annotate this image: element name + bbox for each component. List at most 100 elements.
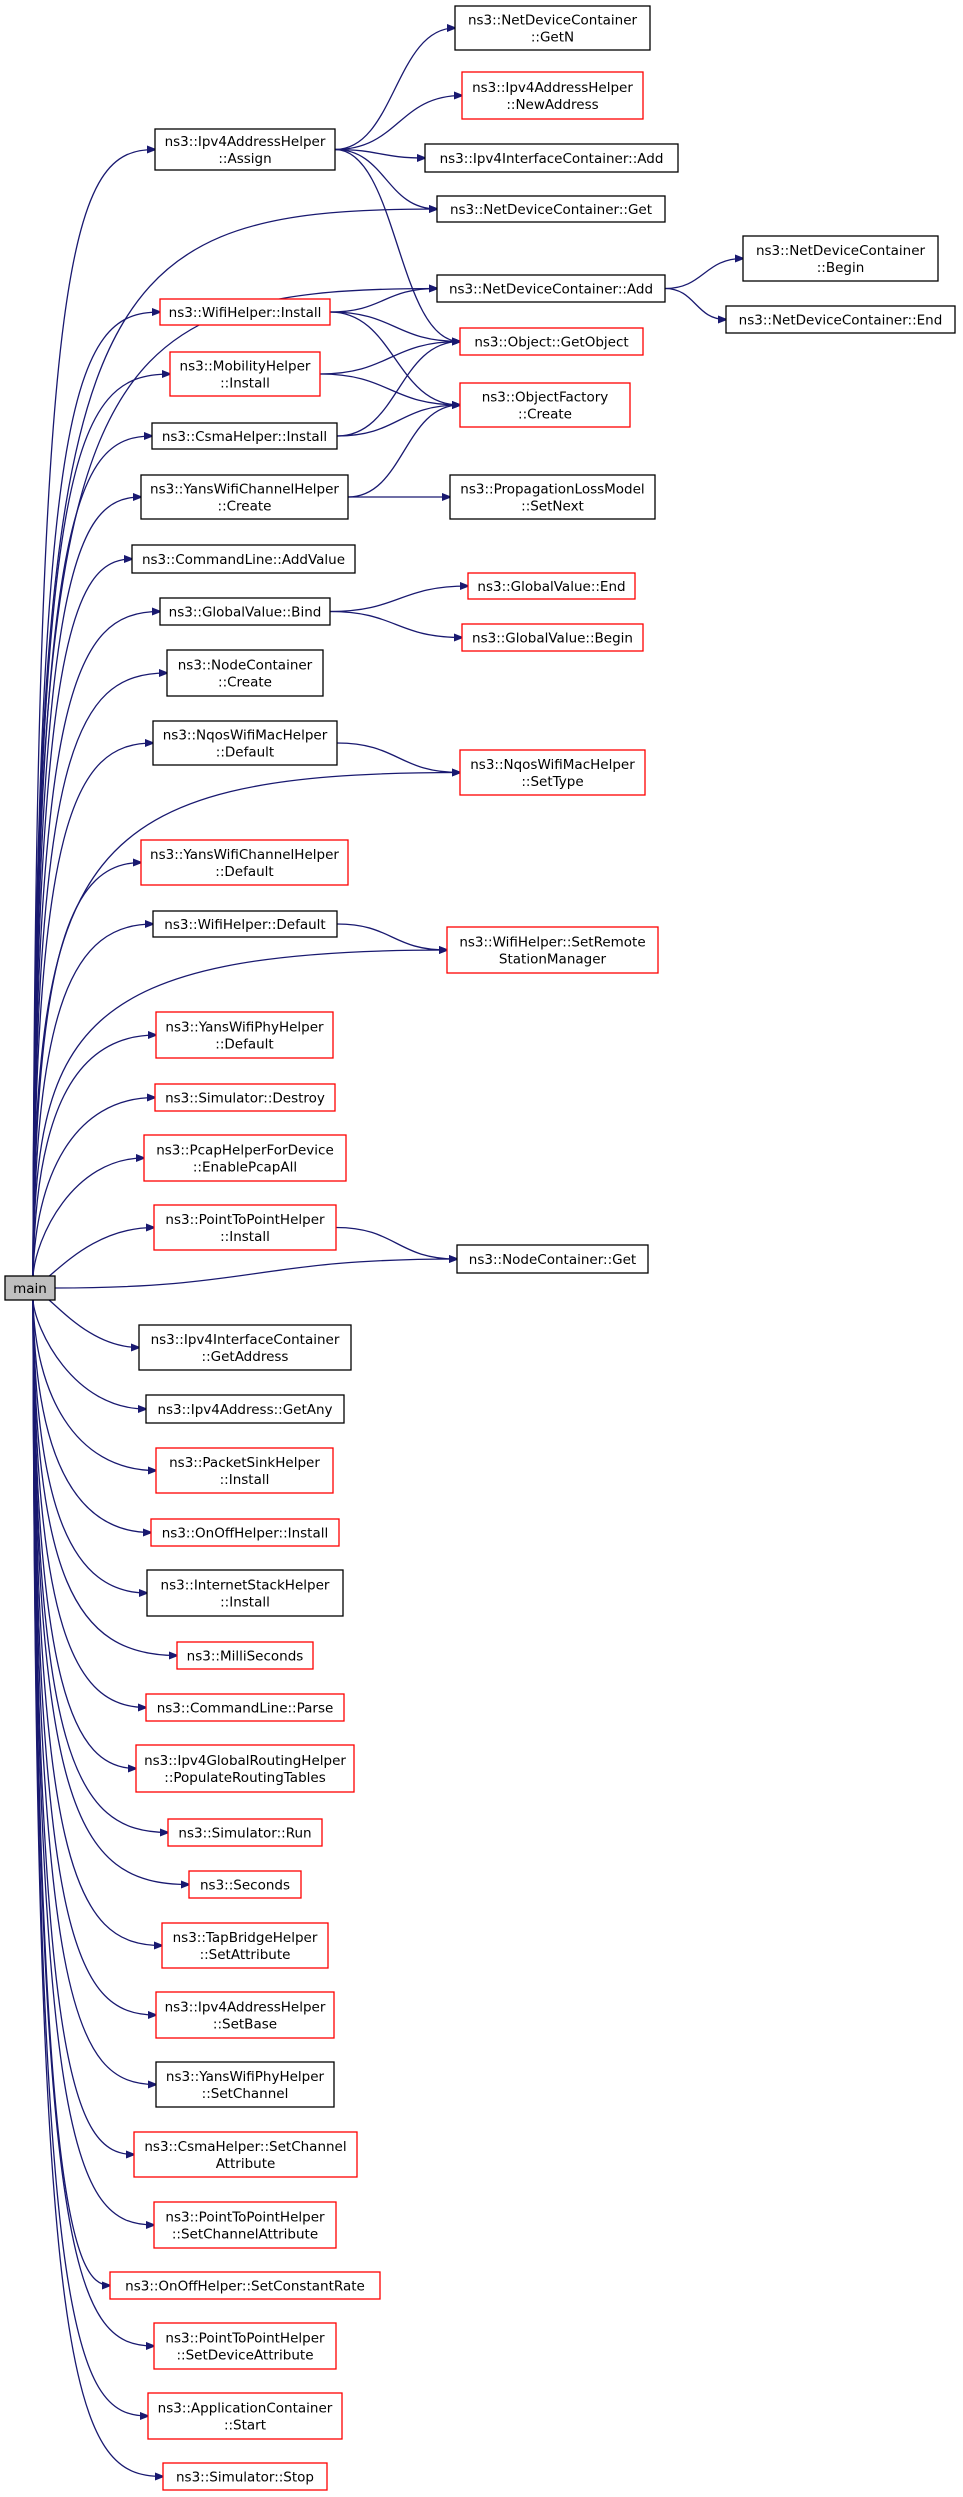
node-box[interactable] [147, 2392, 343, 2440]
node-box[interactable] [188, 1870, 302, 1899]
node-nqos_settype[interactable]: ns3::NqosWifiMacHelper::SetType [459, 749, 646, 796]
node-box[interactable] [135, 1744, 355, 1793]
node-box[interactable] [145, 1394, 345, 1424]
node-ms[interactable]: ns3::MilliSeconds [176, 1641, 314, 1670]
node-nc_create[interactable]: ns3::NodeContainer::Create [166, 649, 324, 697]
node-ipv4ic_add[interactable]: ns3::Ipv4InterfaceContainer::Add [424, 143, 679, 173]
node-box[interactable] [159, 597, 331, 626]
node-box[interactable] [133, 2131, 358, 2178]
node-ndc_end[interactable]: ns3::NetDeviceContainer::End [725, 305, 956, 334]
node-p2p_setchattr[interactable]: ns3::PointToPointHelper::SetChannelAttri… [153, 2201, 337, 2249]
node-sim_stop[interactable]: ns3::Simulator::Stop [162, 2462, 328, 2491]
node-seconds[interactable]: ns3::Seconds [188, 1870, 302, 1899]
node-objfac_create[interactable]: ns3::ObjectFactory::Create [459, 382, 631, 428]
node-gv_bind[interactable]: ns3::GlobalValue::Bind [159, 597, 331, 626]
node-box[interactable] [167, 1818, 323, 1847]
node-sim_run[interactable]: ns3::Simulator::Run [167, 1818, 323, 1847]
node-obj_getobject[interactable]: ns3::Object::GetObject [459, 327, 644, 356]
node-box[interactable] [459, 382, 631, 428]
node-box[interactable] [152, 720, 338, 766]
node-p2p_install[interactable]: ns3::PointToPointHelper::Install [153, 1204, 337, 1251]
node-onoff_install[interactable]: ns3::OnOffHelper::Install [150, 1518, 340, 1547]
node-ipv4ah_setbase[interactable]: ns3::Ipv4AddressHelper::SetBase [155, 1991, 335, 2039]
node-ipv4ah_assign[interactable]: ns3::Ipv4AddressHelper::Assign [154, 128, 336, 171]
node-csma_setchattr[interactable]: ns3::CsmaHelper::SetChannelAttribute [133, 2131, 358, 2178]
node-box[interactable] [155, 1011, 334, 1059]
node-ywph_setchannel[interactable]: ns3::YansWifiPhyHelper::SetChannel [155, 2061, 335, 2108]
node-wifi_install[interactable]: ns3::WifiHelper::Install [159, 298, 331, 326]
node-box[interactable] [4, 1275, 56, 1301]
node-gv_end[interactable]: ns3::GlobalValue::End [467, 572, 636, 600]
node-box[interactable] [161, 1922, 329, 1969]
node-tap_setattr[interactable]: ns3::TapBridgeHelper::SetAttribute [161, 1922, 329, 1969]
node-box[interactable] [436, 195, 666, 223]
node-ywph_default[interactable]: ns3::YansWifiPhyHelper::Default [155, 1011, 334, 1059]
node-box[interactable] [169, 351, 321, 397]
node-box[interactable] [155, 2061, 335, 2108]
node-ipv4grh_prt[interactable]: ns3::Ipv4GlobalRoutingHelper::PopulateRo… [135, 1744, 355, 1793]
node-gv_begin[interactable]: ns3::GlobalValue::Begin [461, 623, 644, 652]
node-onoff_setcr[interactable]: ns3::OnOffHelper::SetConstantRate [109, 2271, 381, 2300]
node-pcap_enable[interactable]: ns3::PcapHelperForDevice::EnablePcapAll [143, 1134, 347, 1182]
node-ipv4ic_getaddr[interactable]: ns3::Ipv4InterfaceContainer::GetAddress [138, 1324, 352, 1371]
node-box[interactable] [138, 1324, 352, 1371]
node-box[interactable] [461, 71, 644, 120]
node-mob_install[interactable]: ns3::MobilityHelper::Install [169, 351, 321, 397]
node-box[interactable] [153, 2322, 337, 2370]
node-plm_setnext[interactable]: ns3::PropagationLossModel::SetNext [449, 474, 656, 520]
node-box[interactable] [159, 298, 331, 326]
node-box[interactable] [446, 926, 659, 974]
node-ipv4ah_newaddr[interactable]: ns3::Ipv4AddressHelper::NewAddress [461, 71, 644, 120]
node-box[interactable] [145, 1693, 345, 1722]
node-box[interactable] [454, 5, 651, 51]
node-main[interactable]: main [4, 1275, 56, 1301]
node-box[interactable] [153, 2201, 337, 2249]
node-box[interactable] [151, 422, 338, 450]
node-box[interactable] [461, 623, 644, 652]
node-box[interactable] [742, 235, 939, 282]
node-box[interactable] [154, 128, 336, 171]
node-ipv4a_getany[interactable]: ns3::Ipv4Address::GetAny [145, 1394, 345, 1424]
node-box[interactable] [150, 1518, 340, 1547]
node-ndc_getn[interactable]: ns3::NetDeviceContainer::GetN [454, 5, 651, 51]
node-box[interactable] [725, 305, 956, 334]
node-box[interactable] [152, 910, 338, 938]
node-cl_parse[interactable]: ns3::CommandLine::Parse [145, 1693, 345, 1722]
node-box[interactable] [155, 1447, 334, 1494]
node-box[interactable] [436, 274, 666, 303]
node-ndc_get[interactable]: ns3::NetDeviceContainer::Get [436, 195, 666, 223]
node-ndc_add[interactable]: ns3::NetDeviceContainer::Add [436, 274, 666, 303]
node-ish_install[interactable]: ns3::InternetStackHelper::Install [146, 1569, 344, 1617]
node-box[interactable] [424, 143, 679, 173]
node-appc_start[interactable]: ns3::ApplicationContainer::Start [147, 2392, 343, 2440]
node-box[interactable] [459, 327, 644, 356]
node-box[interactable] [459, 749, 646, 796]
node-box[interactable] [162, 2462, 328, 2491]
node-box[interactable] [140, 839, 349, 886]
node-p2p_setdevattr[interactable]: ns3::PointToPointHelper::SetDeviceAttrib… [153, 2322, 337, 2370]
node-nqos_default[interactable]: ns3::NqosWifiMacHelper::Default [152, 720, 338, 766]
node-psh_install[interactable]: ns3::PacketSinkHelper::Install [155, 1447, 334, 1494]
node-box[interactable] [176, 1641, 314, 1670]
node-ndc_begin[interactable]: ns3::NetDeviceContainer::Begin [742, 235, 939, 282]
node-box[interactable] [109, 2271, 381, 2300]
node-box[interactable] [456, 1244, 649, 1274]
node-box[interactable] [155, 1991, 335, 2039]
node-nc_get[interactable]: ns3::NodeContainer::Get [456, 1244, 649, 1274]
node-box[interactable] [153, 1204, 337, 1251]
node-box[interactable] [154, 1083, 336, 1112]
node-sim_destroy[interactable]: ns3::Simulator::Destroy [154, 1083, 336, 1112]
node-ywch_default[interactable]: ns3::YansWifiChannelHelper::Default [140, 839, 349, 886]
node-ywch_create[interactable]: ns3::YansWifiChannelHelper::Create [140, 474, 349, 520]
node-box[interactable] [131, 544, 356, 574]
node-box[interactable] [140, 474, 349, 520]
node-box[interactable] [166, 649, 324, 697]
node-csma_install[interactable]: ns3::CsmaHelper::Install [151, 422, 338, 450]
node-box[interactable] [143, 1134, 347, 1182]
node-wifi_default[interactable]: ns3::WifiHelper::Default [152, 910, 338, 938]
node-box[interactable] [467, 572, 636, 600]
node-cl_addvalue[interactable]: ns3::CommandLine::AddValue [131, 544, 356, 574]
node-box[interactable] [449, 474, 656, 520]
node-box[interactable] [146, 1569, 344, 1617]
